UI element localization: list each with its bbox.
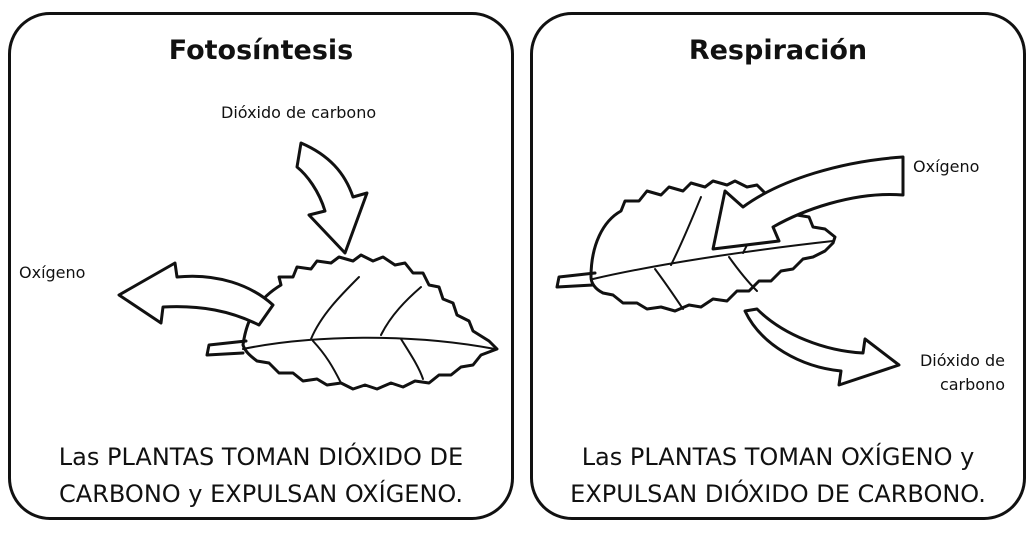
- co2-arrow-icon: [295, 141, 369, 255]
- respiration-illustration: [555, 155, 905, 387]
- photosynthesis-o2-label: Oxígeno: [19, 263, 86, 282]
- photosynthesis-co2-label: Dióxido de carbono: [221, 103, 377, 122]
- photosynthesis-illustration: [117, 141, 499, 391]
- respiration-title: Respiración: [688, 35, 868, 66]
- leaf-icon: [205, 253, 499, 391]
- photosynthesis-title: Fotosíntesis: [168, 35, 354, 66]
- o2-arrow-icon: [711, 155, 905, 251]
- respiration-caption: Las PLANTAS TOMAN OXÍGENO y EXPULSAN DIÓ…: [570, 443, 986, 508]
- co2-arrow-icon: [743, 307, 901, 387]
- respiration-o2-label: Oxígeno: [913, 157, 980, 176]
- o2-arrow-icon: [117, 261, 275, 327]
- photosynthesis-panel: Fotosíntesis Dióxido de carbono Oxígeno …: [8, 12, 514, 520]
- photosynthesis-caption: Las PLANTAS TOMAN DIÓXIDO DE CARBONO y E…: [58, 443, 464, 508]
- respiration-co2-label: Dióxido de carbono: [919, 351, 1005, 394]
- respiration-panel: Respiración Oxígeno Dióxido de carbono: [530, 12, 1026, 520]
